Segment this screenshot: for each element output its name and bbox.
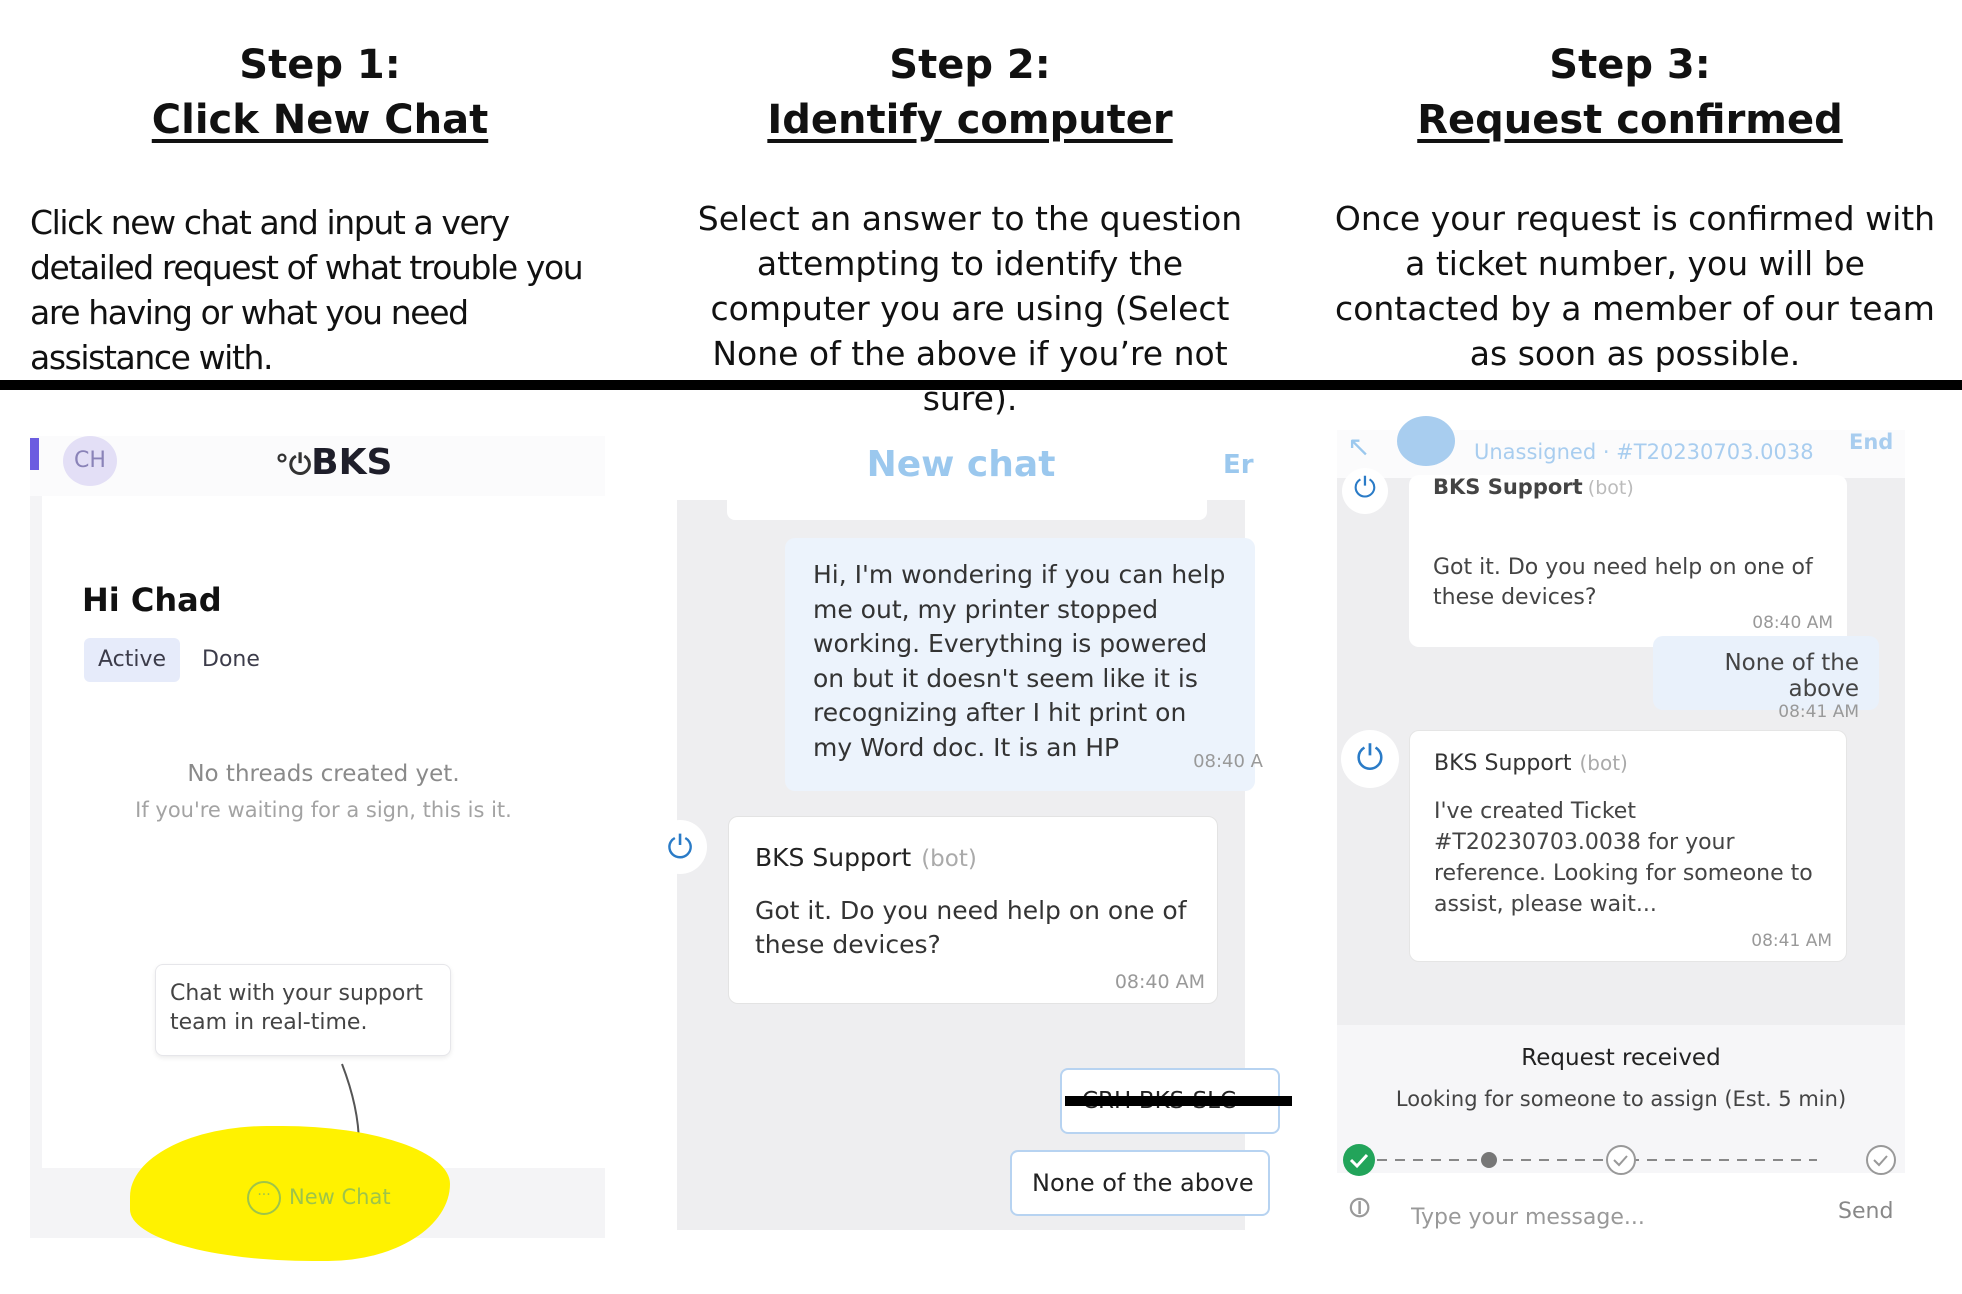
yellow-highlight (130, 1126, 450, 1261)
new-chat-button[interactable]: ··· New Chat (247, 1181, 391, 1215)
ticket-status: Unassigned · #T20230703.0038 (1474, 440, 1814, 464)
bot-message: BKS Support (bot) Got it. Do you need hel… (728, 816, 1218, 1004)
step2-heading: Step 2: Identify computer (700, 38, 1240, 148)
tab-done[interactable]: Done (202, 647, 260, 672)
redaction-bar (1065, 1096, 1292, 1106)
bot-name: BKS Support (1434, 751, 1572, 776)
progress-step-final (1866, 1145, 1896, 1175)
message-composer: ⊘ Send (1337, 1186, 1905, 1252)
step2-description: Select an answer to the question attempt… (697, 199, 1243, 418)
bot-message-text: I've created Ticket #T20230703.0038 for … (1434, 799, 1813, 917)
app-topbar (30, 436, 605, 496)
step2-title: Identify computer (767, 97, 1173, 143)
request-subtitle: Looking for someone to assign (Est. 5 mi… (1395, 1087, 1847, 1111)
back-icon[interactable]: ↖ (1347, 430, 1371, 463)
empty-state-title: No threads created yet. (187, 761, 460, 787)
logo-text: BKS (311, 442, 393, 483)
step1-screenshot: CH °⏻BKS Hi Chad Active Done No threads … (30, 436, 605, 1261)
chat-title: New chat (866, 444, 1056, 485)
bot-name: BKS Support (1433, 475, 1583, 499)
bks-logo-icon: ⏻ (1341, 730, 1399, 788)
message-time: 08:40 A (1193, 750, 1263, 772)
message-time: 08:41 AM (1778, 702, 1859, 722)
bot-tag: (bot) (1579, 751, 1628, 775)
progress-step-pending (1606, 1145, 1636, 1175)
section-divider (0, 380, 1962, 390)
power-icon: °⏻ (275, 448, 312, 481)
step1-label: Step 1: (239, 42, 401, 88)
bot-message: BKS Support (bot) Got it. Do you need he… (1409, 475, 1847, 647)
step3-screenshot: ↖ Unassigned · #T20230703.0038 End BKS S… (1337, 416, 1905, 1252)
greeting: Hi Chad (82, 581, 222, 619)
request-title: Request received (1521, 1045, 1721, 1071)
step1-description: Click new chat and input a very detailed… (30, 203, 584, 377)
assignee-avatar (1397, 416, 1455, 466)
user-message-text: Hi, I'm wondering if you can help me out… (813, 560, 1226, 762)
paperclip-icon[interactable]: ⊘ (1338, 1186, 1381, 1229)
step2-label: Step 2: (889, 42, 1051, 88)
progress-step-done (1343, 1144, 1375, 1176)
progress-tracker (1343, 1144, 1896, 1176)
empty-state-subtitle: If you're waiting for a sign, this is it… (135, 798, 512, 822)
bot-power-icon: ⏻ (653, 820, 707, 874)
chat-header: ↖ Unassigned · #T20230703.0038 End (1337, 416, 1905, 478)
message-time: 08:40 AM (1114, 971, 1205, 993)
message-time: 08:40 AM (1752, 613, 1833, 633)
bot-message-text: Got it. Do you need help on one of these… (755, 896, 1187, 959)
bks-logo: °⏻BKS (275, 442, 392, 483)
bot-message: BKS Support (bot) I've created Ticket #T2… (1409, 730, 1847, 962)
tab-active[interactable]: Active (84, 638, 180, 682)
user-message-text: None of the above (1724, 650, 1859, 702)
step1-heading: Step 1: Click New Chat (60, 38, 580, 148)
bot-name: BKS Support (755, 843, 912, 872)
option-none-of-the-above[interactable]: None of the above (1010, 1150, 1270, 1216)
tooltip: Chat with your support team in real-time… (155, 964, 451, 1056)
step3-description: Once your request is confirmed with a ti… (1334, 199, 1936, 373)
end-button[interactable]: Er (1223, 450, 1254, 480)
accent-bar (30, 438, 39, 470)
progress-step-current (1481, 1152, 1497, 1168)
end-button[interactable]: End (1849, 430, 1894, 454)
step3-label: Step 3: (1549, 42, 1711, 88)
user-message: Hi, I'm wondering if you can help me out… (785, 538, 1263, 791)
step1-title: Click New Chat (151, 97, 489, 143)
tooltip-arrow (326, 1063, 360, 1237)
avatar[interactable]: CH (63, 436, 117, 486)
message-time: 08:41 AM (1751, 931, 1832, 951)
request-status-card: Request received Looking for someone to … (1337, 1025, 1905, 1176)
threads-card: Hi Chad Active Done No threads created y… (42, 496, 605, 1237)
bot-tag: (bot) (1587, 477, 1634, 499)
message-input[interactable] (1409, 1198, 1773, 1236)
new-chat-label: New Chat (289, 1185, 391, 1209)
send-button[interactable]: Send (1832, 1198, 1899, 1225)
bot-power-icon: ⏻ (1342, 468, 1388, 514)
chat-header: New chat Er (677, 430, 1254, 500)
step2-screenshot: New chat Er Hi, I'm wondering if you can… (653, 430, 1280, 1230)
user-message: None of the above 08:41 AM (1653, 636, 1879, 722)
bot-tag: (bot) (921, 846, 977, 872)
chat-bubble-icon: ··· (247, 1181, 281, 1215)
step3-heading: Step 3: Request confirmed (1340, 38, 1920, 148)
previous-message (727, 490, 1207, 520)
step3-title: Request confirmed (1417, 97, 1843, 143)
bot-message-text: Got it. Do you need help on one of these… (1433, 555, 1813, 610)
